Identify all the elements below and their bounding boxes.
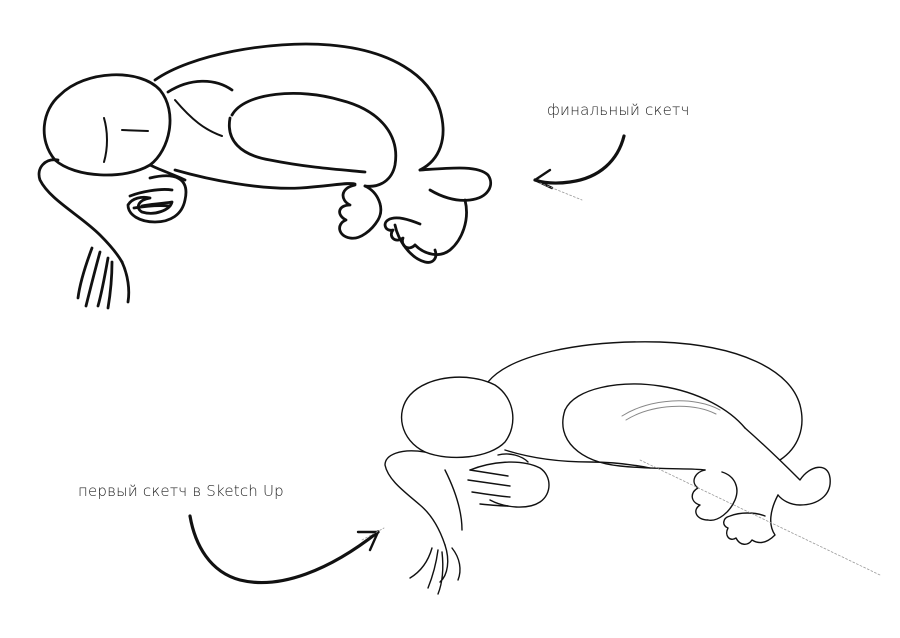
final-ankle — [413, 198, 468, 256]
first-front-foot — [691, 469, 738, 521]
first-arrow-head — [356, 530, 380, 552]
final-shoulder — [166, 79, 234, 94]
first-far-hand — [469, 461, 550, 508]
first-knee-highlight — [621, 400, 721, 417]
first-arrow-guide — [361, 527, 385, 541]
final-arrow — [533, 134, 626, 201]
first-arm-inner — [444, 469, 463, 531]
final-sketch — [37, 42, 493, 310]
final-foot-sole — [393, 223, 438, 264]
first-head — [400, 376, 514, 459]
first-knee — [564, 383, 746, 429]
final-head — [42, 73, 172, 177]
final-eye-mark — [121, 129, 149, 132]
final-arm — [37, 158, 124, 264]
final-front-foot — [338, 183, 383, 240]
final-arrow-shaft — [533, 134, 626, 185]
final-face-mark — [103, 117, 108, 163]
final-far-hand — [126, 174, 188, 224]
final-arrow-head — [533, 168, 554, 190]
final-shin — [418, 166, 493, 202]
first-far-fingers — [467, 469, 511, 507]
first-axis-guide — [639, 459, 881, 576]
final-arrow-guide — [539, 182, 583, 201]
first-arrow-shaft — [188, 514, 380, 585]
first-sketch-label: первый скетч в Sketch Up — [78, 482, 284, 500]
final-near-hand — [76, 246, 131, 310]
final-forearm-top — [148, 163, 187, 182]
first-near-hand — [409, 544, 461, 595]
first-wrist — [497, 453, 529, 463]
final-underside — [173, 168, 357, 190]
final-chest — [174, 99, 223, 137]
first-thigh — [562, 409, 706, 471]
final-thigh — [227, 116, 367, 174]
final-far-fingers — [128, 188, 174, 210]
final-knee — [230, 92, 398, 188]
final-sketch-label: финальный скетч — [547, 101, 690, 119]
first-arm — [384, 450, 446, 546]
final-back — [153, 42, 445, 172]
first-underside — [504, 449, 651, 469]
first-back — [487, 341, 803, 461]
first-knee-highlight-2 — [625, 405, 717, 421]
first-arrow — [188, 514, 385, 585]
first-sketch — [384, 341, 831, 595]
first-shin — [744, 427, 831, 506]
first-back-foot — [723, 494, 779, 545]
